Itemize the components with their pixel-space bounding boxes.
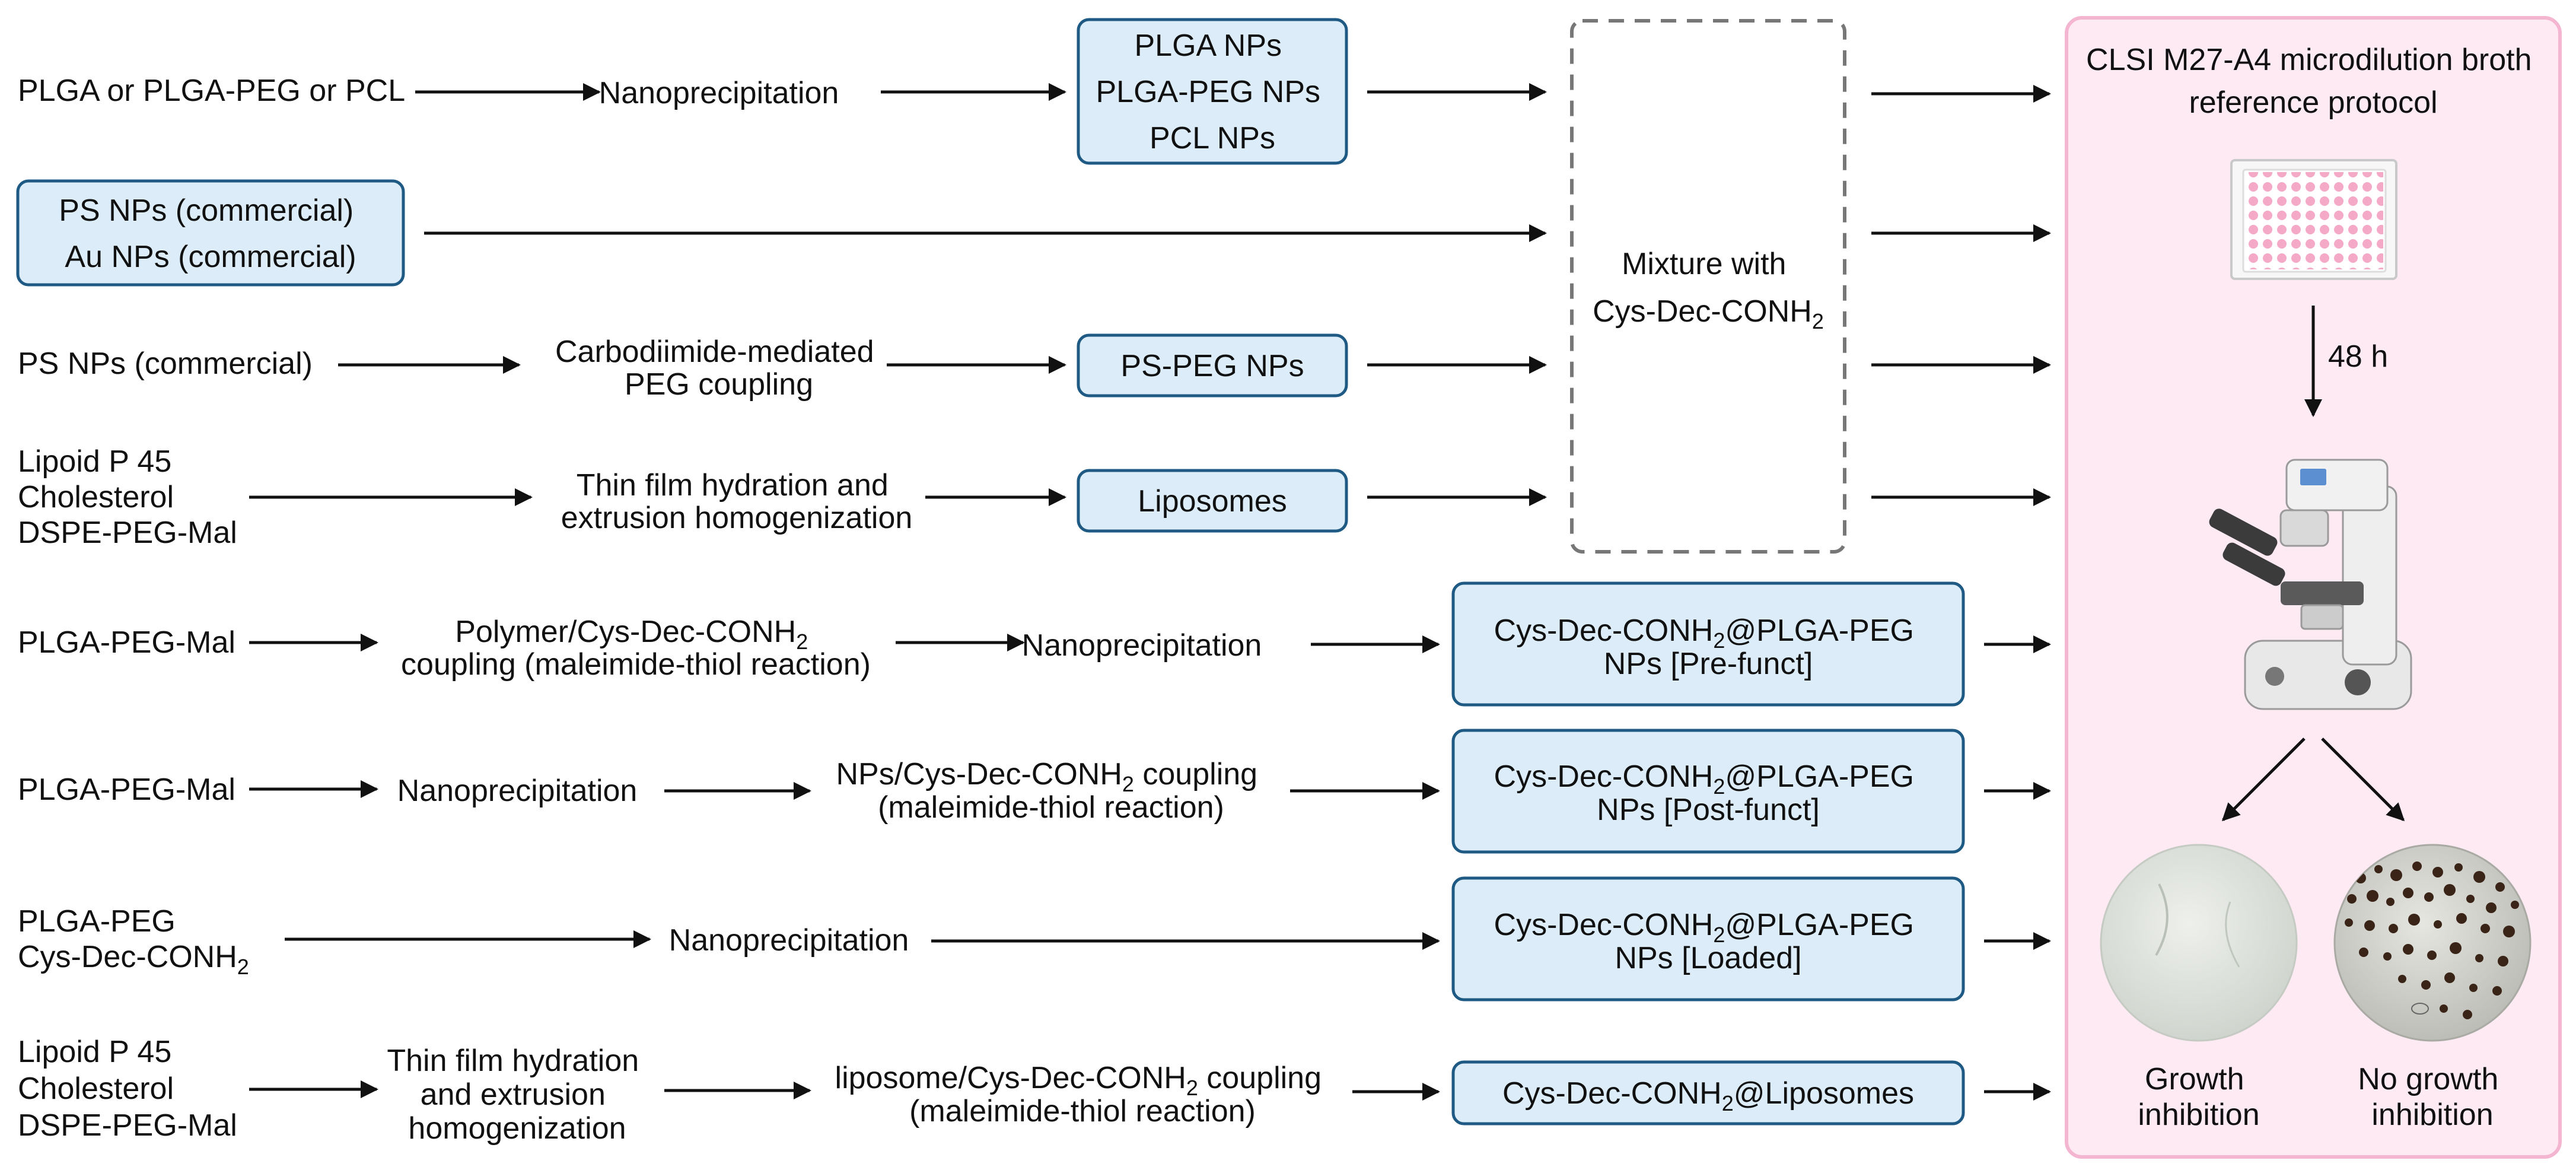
row1-product-line2: PLGA-PEG NPs — [1096, 75, 1320, 109]
row3-product-box — [1077, 333, 1348, 398]
no-growth-inhibition-dish — [2333, 844, 2532, 1042]
row4-step-line2: extrusion homogenization — [561, 501, 913, 535]
row7-product-line2: NPs [Loaded] — [1615, 941, 1801, 975]
row6-step2-line2: (maleimide-thiol reaction) — [878, 790, 1224, 825]
row5-product-box — [1451, 581, 1965, 707]
mixture-box — [1570, 19, 1846, 554]
row7-source-line1: PLGA-PEG — [18, 904, 176, 939]
row8-source: Lipoid P 45 Cholesterol DSPE-PEG-Mal — [18, 1035, 237, 1143]
row1-product-line1: PLGA NPs — [1134, 28, 1282, 63]
row4-step-line1: Thin film hydration and — [577, 468, 889, 503]
row8-product-box — [1451, 1060, 1965, 1126]
row4-source-line1: Lipoid P 45 — [18, 444, 171, 479]
microscope-icon — [2209, 459, 2412, 710]
row4-step: Thin film hydration and extrusion homoge… — [561, 468, 913, 535]
row4-product: Liposomes — [1138, 484, 1287, 519]
row2-product-line2: Au NPs (commercial) — [65, 240, 356, 274]
row6-source: PLGA-PEG-Mal — [18, 772, 235, 807]
row1-product-box — [1077, 18, 1348, 165]
outcome-left-line2: inhibition — [2138, 1098, 2259, 1132]
incubation-time: 48 h — [2328, 339, 2388, 374]
row6-step2-line1: NPs/Cys-Dec-CONH2 coupling — [836, 757, 1257, 796]
row7-step: Nanoprecipitation — [669, 923, 909, 958]
row5-step2: Nanoprecipitation — [1022, 628, 1262, 663]
row2-product-box — [16, 179, 405, 287]
row6-product-line2: NPs [Post-funct] — [1597, 793, 1820, 827]
protocol-line1: CLSI M27-A4 microdilution broth — [2086, 43, 2532, 77]
row4-source-line2: Cholesterol — [18, 480, 174, 514]
row6-step2: NPs/Cys-Dec-CONH2 coupling (maleimide-th… — [836, 757, 1266, 825]
row5-product-line2: NPs [Pre-funct] — [1604, 647, 1813, 681]
96-well-plate-icon — [2230, 159, 2397, 280]
outcome-left-label: Growth inhibition — [2138, 1062, 2259, 1132]
outcome-right-line2: inhibition — [2371, 1098, 2493, 1132]
protocol-title: CLSI M27-A4 microdilution broth referenc… — [2086, 43, 2540, 120]
outcome-right-label: No growth inhibition — [2358, 1062, 2507, 1132]
row8-product: Cys-Dec-CONH2@Liposomes — [1502, 1076, 1914, 1115]
row8-source-line2: Cholesterol — [18, 1072, 174, 1106]
row6-step1: Nanoprecipitation — [397, 774, 638, 808]
row4-product-box — [1077, 469, 1348, 533]
row4-source-line3: DSPE-PEG-Mal — [18, 516, 237, 550]
row2-product-line1: PS NPs (commercial) — [59, 193, 354, 228]
row6-product-line1: Cys-Dec-CONH2@PLGA-PEG — [1494, 759, 1914, 799]
row5-step1: Polymer/Cys-Dec-CONH2 coupling (maleimid… — [401, 615, 871, 682]
row8-source-line3: DSPE-PEG-Mal — [18, 1108, 237, 1143]
row8-step1: Thin film hydration and extrusion homoge… — [387, 1044, 647, 1146]
row5-step1-line2: coupling (maleimide-thiol reaction) — [401, 647, 871, 682]
row1-product-text: PLGA NPs PLGA-PEG NPs PCL NPs — [1096, 28, 1329, 155]
growth-inhibition-dish — [2100, 844, 2298, 1042]
row3-step: Carbodiimide-mediated PEG coupling — [555, 335, 883, 402]
row7-source: PLGA-PEG Cys-Dec-CONH2 — [18, 904, 249, 979]
row5-product-line1: Cys-Dec-CONH2@PLGA-PEG — [1494, 613, 1914, 653]
row1-step: Nanoprecipitation — [599, 76, 839, 110]
row8-source-line1: Lipoid P 45 — [18, 1035, 171, 1069]
row1-source: PLGA or PLGA-PEG or PCL — [18, 74, 405, 108]
row8-step1-line2: and extrusion — [421, 1077, 606, 1112]
row8-step1-line3: homogenization — [408, 1111, 626, 1146]
row3-product: PS-PEG NPs — [1120, 349, 1304, 383]
row4-source: Lipoid P 45 Cholesterol DSPE-PEG-Mal — [18, 444, 237, 550]
row5-product: Cys-Dec-CONH2@PLGA-PEG NPs [Pre-funct] — [1494, 613, 1923, 681]
outcome-arrow-right — [2321, 737, 2405, 822]
row8-step2: liposome/Cys-Dec-CONH2 coupling (maleimi… — [835, 1061, 1330, 1128]
row5-source: PLGA-PEG-Mal — [18, 625, 235, 660]
outcome-right-line1: No growth — [2358, 1062, 2498, 1096]
row8-step1-line1: Thin film hydration — [387, 1044, 639, 1078]
row2-product-text: PS NPs (commercial) Au NPs (commercial) — [59, 193, 362, 274]
row7-product: Cys-Dec-CONH2@PLGA-PEG NPs [Loaded] — [1494, 908, 1923, 975]
row8-step2-line2: (maleimide-thiol reaction) — [909, 1094, 1256, 1128]
row5-step1-line1: Polymer/Cys-Dec-CONH2 — [455, 615, 808, 654]
row3-step-line1: Carbodiimide-mediated — [555, 335, 874, 369]
outcome-left-line1: Growth — [2145, 1062, 2244, 1096]
row6-product: Cys-Dec-CONH2@PLGA-PEG NPs [Post-funct] — [1494, 759, 1923, 827]
row7-source-line2: Cys-Dec-CONH2 — [18, 940, 249, 979]
row3-step-line2: PEG coupling — [625, 367, 813, 402]
row1-product-line3: PCL NPs — [1150, 121, 1275, 155]
outcome-arrow-left — [2221, 737, 2306, 822]
mixture-text: Mixture with Cys-Dec-CONH2 — [1593, 247, 1824, 333]
row6-product-box — [1451, 729, 1965, 854]
row7-product-line1: Cys-Dec-CONH2@PLGA-PEG — [1494, 908, 1914, 947]
mixture-line2: Cys-Dec-CONH2 — [1593, 294, 1824, 333]
row7-product-box — [1451, 876, 1965, 1002]
row3-source: PS NPs (commercial) — [18, 346, 313, 381]
protocol-line2: reference protocol — [2189, 85, 2437, 120]
row8-step2-line1: liposome/Cys-Dec-CONH2 coupling — [835, 1061, 1322, 1100]
mixture-line1: Mixture with — [1622, 247, 1786, 281]
